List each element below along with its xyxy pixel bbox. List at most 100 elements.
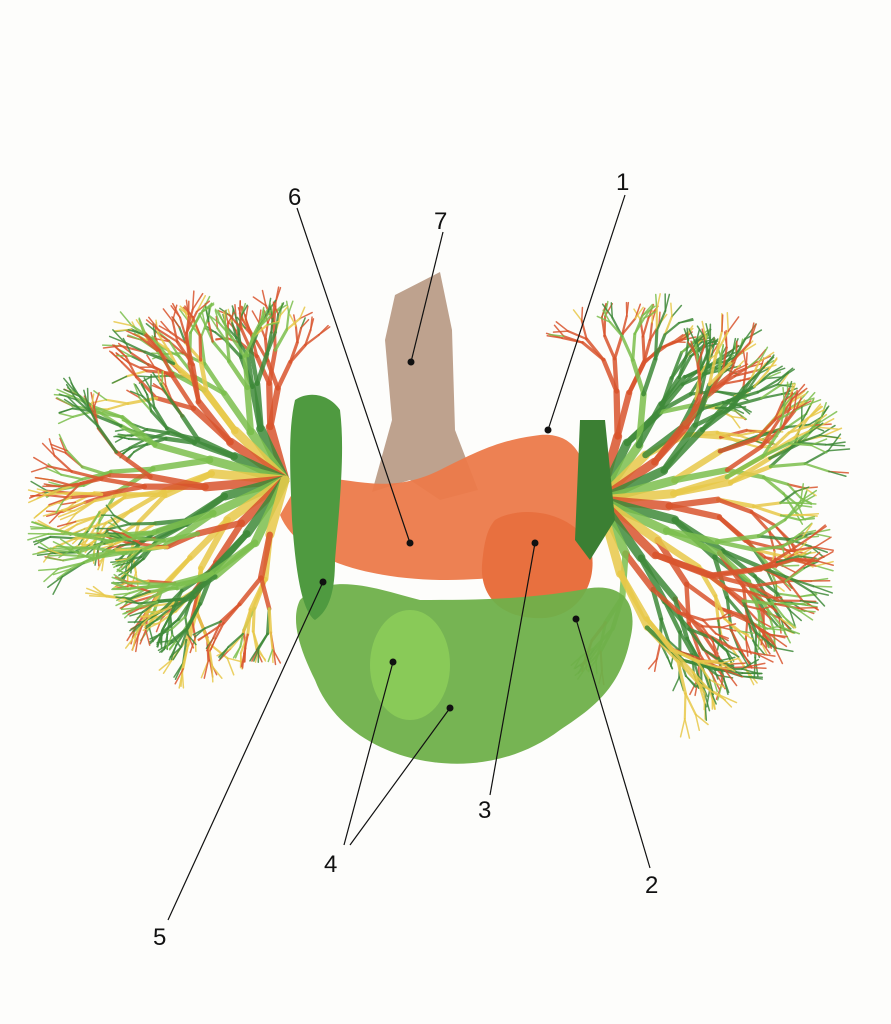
vessel-branch <box>287 300 294 314</box>
vessel-branch <box>752 504 783 517</box>
vessel-branch <box>739 405 751 415</box>
label-3: 3 <box>478 797 491 824</box>
vessel-branch <box>119 528 140 540</box>
vessel-branch <box>212 539 259 580</box>
label-6: 6 <box>288 184 301 211</box>
vessel-branch <box>147 582 180 587</box>
vessel-branch <box>665 496 722 510</box>
vessel-branch <box>126 389 141 399</box>
vessel-branch <box>731 415 746 420</box>
vessel-branch <box>134 383 144 397</box>
vessel-branch <box>115 557 130 562</box>
vessel-branch <box>142 333 161 352</box>
vessel-branch <box>779 514 802 522</box>
leader-dots <box>319 358 580 712</box>
vessel-branch <box>99 476 147 489</box>
vessel-branch <box>36 552 56 557</box>
vessel-branch <box>125 369 148 378</box>
vessel-branch <box>242 353 250 391</box>
vessel-branch <box>158 381 170 399</box>
vessel-branch <box>175 626 189 647</box>
vessel-branch <box>699 398 731 433</box>
vessel-branch <box>825 441 846 446</box>
vessel-branch <box>267 607 273 635</box>
vessel-branch <box>80 465 112 477</box>
vessel-branch <box>657 403 694 415</box>
vessel-branch <box>803 462 831 473</box>
vessel-branch <box>304 333 320 347</box>
vessel-branch <box>192 627 206 636</box>
vessel-branch <box>34 476 53 481</box>
vessel-branch <box>672 333 684 343</box>
vessel-branch <box>621 317 637 336</box>
vessel-branch <box>786 579 804 602</box>
vessel-branch <box>65 449 84 468</box>
vessel-branch <box>145 427 170 435</box>
vessel-branch <box>756 618 768 630</box>
vessel-branch <box>175 340 195 367</box>
vessel-branch <box>773 524 791 541</box>
vessel-branch <box>760 385 781 400</box>
vessel-branch <box>105 538 120 545</box>
vessel-branch <box>610 302 614 319</box>
vessel-branch <box>706 572 746 604</box>
venous-organ <box>295 584 633 764</box>
vessel-branch <box>722 379 742 385</box>
vessel-branch <box>265 475 290 540</box>
vessel-branch <box>754 652 776 657</box>
right-vessel-trunk <box>575 420 615 560</box>
vessel-branch <box>714 539 757 552</box>
vessel-branch <box>801 399 822 408</box>
vessel-branch <box>225 340 243 360</box>
vessel-branch <box>758 351 775 363</box>
vessel-branch <box>50 443 68 452</box>
vessel-branch <box>208 314 220 324</box>
vessel-branch <box>87 404 99 428</box>
vessel-branch <box>136 614 154 619</box>
vessel-branch <box>785 538 793 552</box>
vessel-branch <box>63 398 82 411</box>
vessel-branch <box>730 629 744 653</box>
vessel-branch <box>749 510 771 533</box>
vessel-branch <box>713 594 720 623</box>
vessel-branch <box>786 483 802 499</box>
vessel-branch <box>676 659 687 696</box>
vessel-branch <box>257 648 267 662</box>
vessel-branch <box>163 436 197 445</box>
vessel-branch <box>267 648 274 663</box>
vessel-branch <box>232 645 242 659</box>
vessel-branch <box>827 448 851 452</box>
vessel-branch <box>768 442 797 469</box>
vessel-branch <box>743 662 766 669</box>
vessel-branch <box>601 303 614 319</box>
vessel-branch <box>191 290 195 311</box>
vessel-branch <box>731 407 745 414</box>
vessel-branch <box>780 618 796 629</box>
vessel-branch <box>817 426 839 430</box>
vessel-branch <box>85 592 106 597</box>
vessel-branch <box>703 648 722 662</box>
vessel-branch <box>115 561 130 567</box>
vessel-branch <box>787 431 811 445</box>
leader-lines <box>167 194 651 921</box>
vessel-branch <box>732 396 763 408</box>
vessel-branch <box>92 585 108 598</box>
vessel-branch <box>755 631 776 649</box>
vessel-branch <box>157 370 161 384</box>
vessel-branch <box>141 395 156 410</box>
vessel-branch <box>118 561 130 573</box>
vessel-branch <box>171 304 178 322</box>
vessel-branch <box>171 633 182 648</box>
vessel-branch <box>653 658 658 673</box>
vessel-branch <box>226 657 235 676</box>
vessel-branch <box>211 665 214 683</box>
vessel-branch <box>798 529 817 535</box>
vessel-branch <box>764 371 781 380</box>
vessel-branch <box>277 302 285 316</box>
vessel-branch <box>807 405 822 419</box>
vessel-branch <box>36 491 54 499</box>
vessel-branch <box>238 312 243 331</box>
vessel-branch <box>706 339 712 365</box>
vessel-branch <box>128 521 157 526</box>
vessel-branch <box>124 355 138 378</box>
